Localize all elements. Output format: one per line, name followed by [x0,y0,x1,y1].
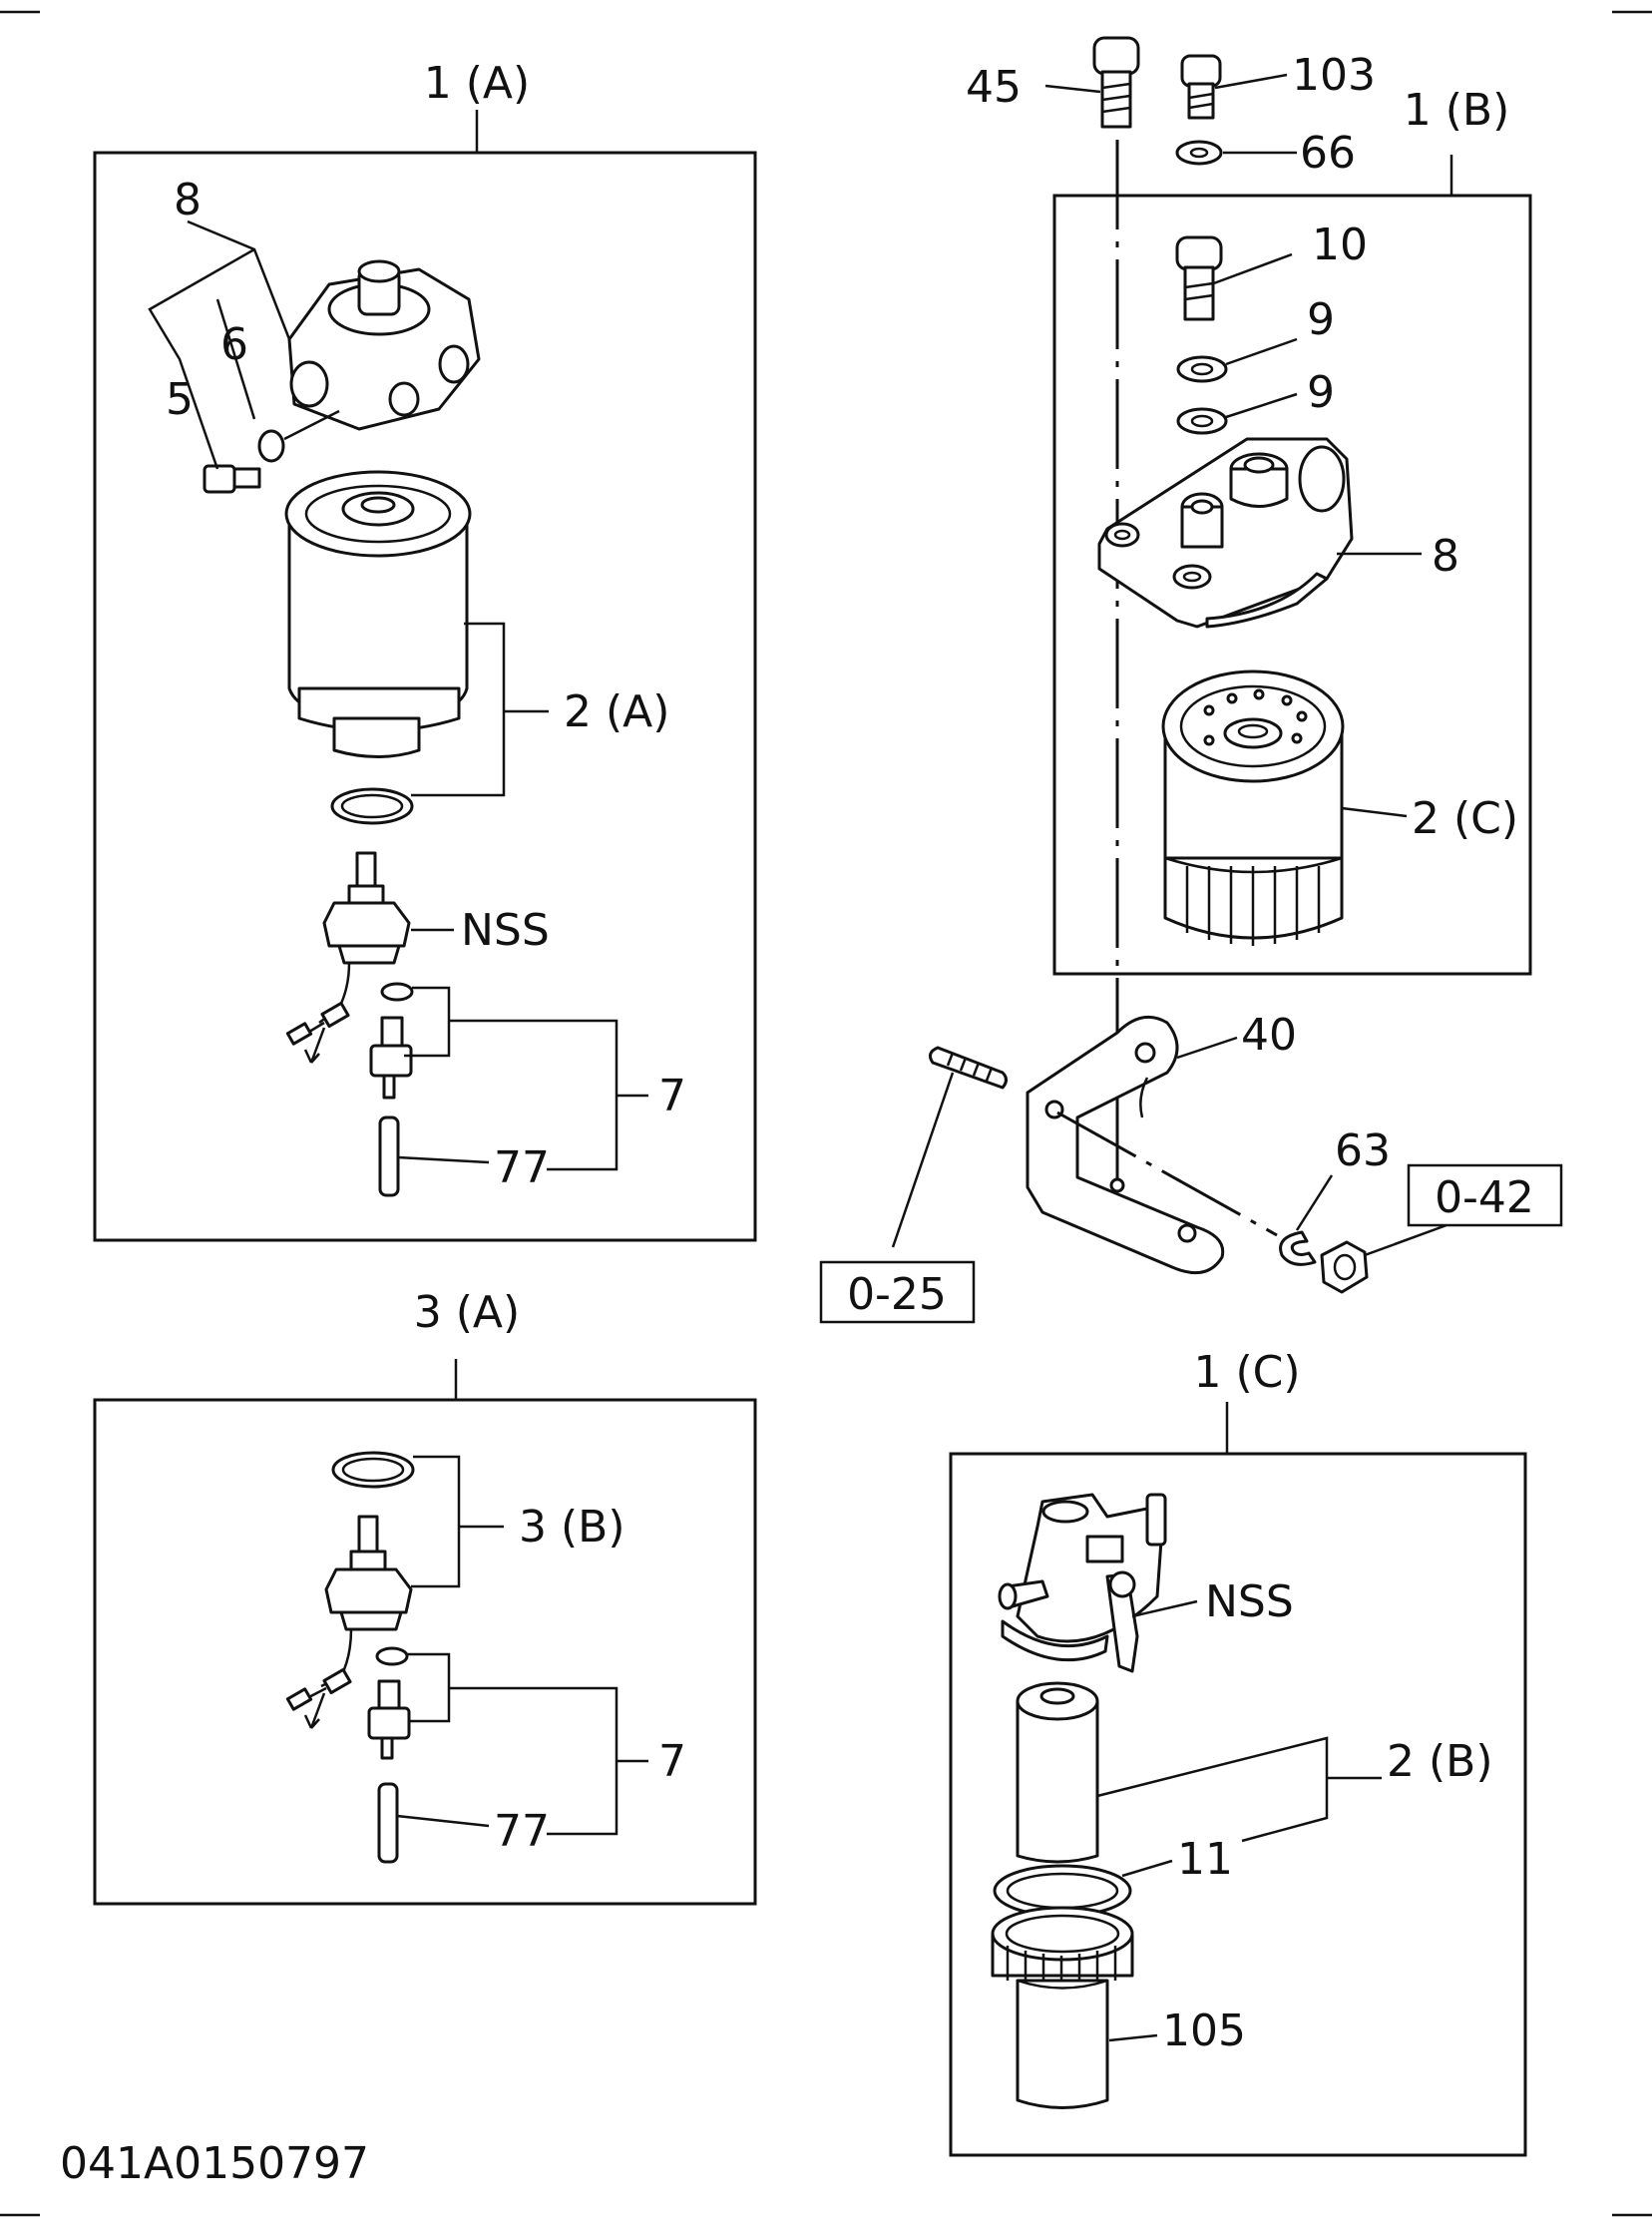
crop-marks [0,10,1652,2217]
ref-0-42: 0-42 [1435,1172,1534,1223]
washer-6 [257,429,285,463]
bracket-hole-bottom [1109,1177,1125,1193]
panel-1b-label: 1 (B) [1404,85,1510,136]
drain-plug-7b [367,1679,411,1760]
callout-45: 45 [966,62,1022,113]
callout-nss-c: NSS [1205,1576,1294,1627]
callout-5: 5 [166,374,194,425]
callout-66: 66 [1300,128,1356,179]
callout-103: 103 [1292,50,1376,101]
callout-63: 63 [1335,1125,1391,1176]
callout-7a: 7 [658,1071,686,1121]
bolt-5 [203,464,261,494]
filter-bowl-105 [991,1906,1134,2109]
bracket-hole-end [1177,1223,1197,1243]
washer-9a [1176,355,1228,383]
bolt-10 [1175,235,1223,321]
nut-0-42 [1320,1240,1369,1294]
callout-2b: 2 (B) [1387,1736,1493,1787]
panel-3a-frame [93,1398,757,1906]
callout-11: 11 [1177,1834,1233,1885]
panel-3a-label: 3 (A) [414,1287,520,1338]
ref-box-0-25 [819,1260,976,1324]
washer-7b [375,1646,409,1666]
bracket-hole-top [1134,1042,1156,1064]
callout-9b: 9 [1307,367,1335,418]
panel-1a: 1 (A) [93,58,757,1242]
washer-66 [1175,140,1223,166]
panel-3a: 3 (A) 3 (B) 7 77 [93,1287,757,1906]
callout-2c: 2 (C) [1412,793,1518,844]
callout-nss-a: NSS [461,905,550,956]
filter-cartridge-2a [284,470,472,758]
callout-8b: 8 [1432,531,1459,582]
panel-1b-frame [1052,194,1532,976]
pin-77 [378,1115,400,1197]
panel-1c: 1 (C) NSS 2 (B) 11 [949,1347,1527,2157]
callout-2a: 2 (A) [564,686,669,737]
sensor-nss-a [285,851,411,1064]
filter-head-b [1097,437,1354,629]
washer-7 [380,982,414,1002]
callout-10: 10 [1312,220,1368,270]
callout-7b: 7 [658,1736,686,1787]
callout-40: 40 [1241,1010,1297,1061]
bracket-40 [1026,1015,1278,1275]
drain-plug-7 [369,1016,413,1100]
callout-9a: 9 [1307,294,1335,345]
callout-8: 8 [174,175,202,225]
panel-1c-frame [949,1452,1527,2157]
callout-3b: 3 (B) [519,1502,625,1553]
ref-box-0-42 [1407,1163,1563,1227]
panel-1c-label: 1 (C) [1193,1347,1300,1398]
washer-9b [1176,407,1228,435]
panel-1a-frame [93,151,757,1242]
callout-6: 6 [220,319,248,370]
panel-1a-label: 1 (A) [424,58,530,109]
bolt-103 [1180,54,1222,120]
filter-head-c [998,1493,1167,1673]
ref-0-25: 0-25 [847,1269,947,1320]
stud-0-25 [928,1046,1008,1090]
pin-77b [377,1782,399,1864]
top-bolts: 45 103 66 [966,36,1376,1187]
panel-1b: 1 (B) 10 9 9 [1052,85,1532,976]
callout-77a: 77 [494,1142,550,1193]
callout-77b: 77 [494,1806,550,1857]
clip-63 [1279,1230,1317,1266]
drawing-code: 041A0150797 [60,2138,369,2189]
filter-cartridge-2c [1161,669,1345,946]
sensor-3b [285,1515,413,1729]
callout-105: 105 [1162,2005,1246,2056]
filter-element-2b [1016,1681,1099,1864]
filter-head-a [287,259,481,431]
cartridge-holes [1203,688,1308,746]
bolt-45 [1092,36,1140,129]
